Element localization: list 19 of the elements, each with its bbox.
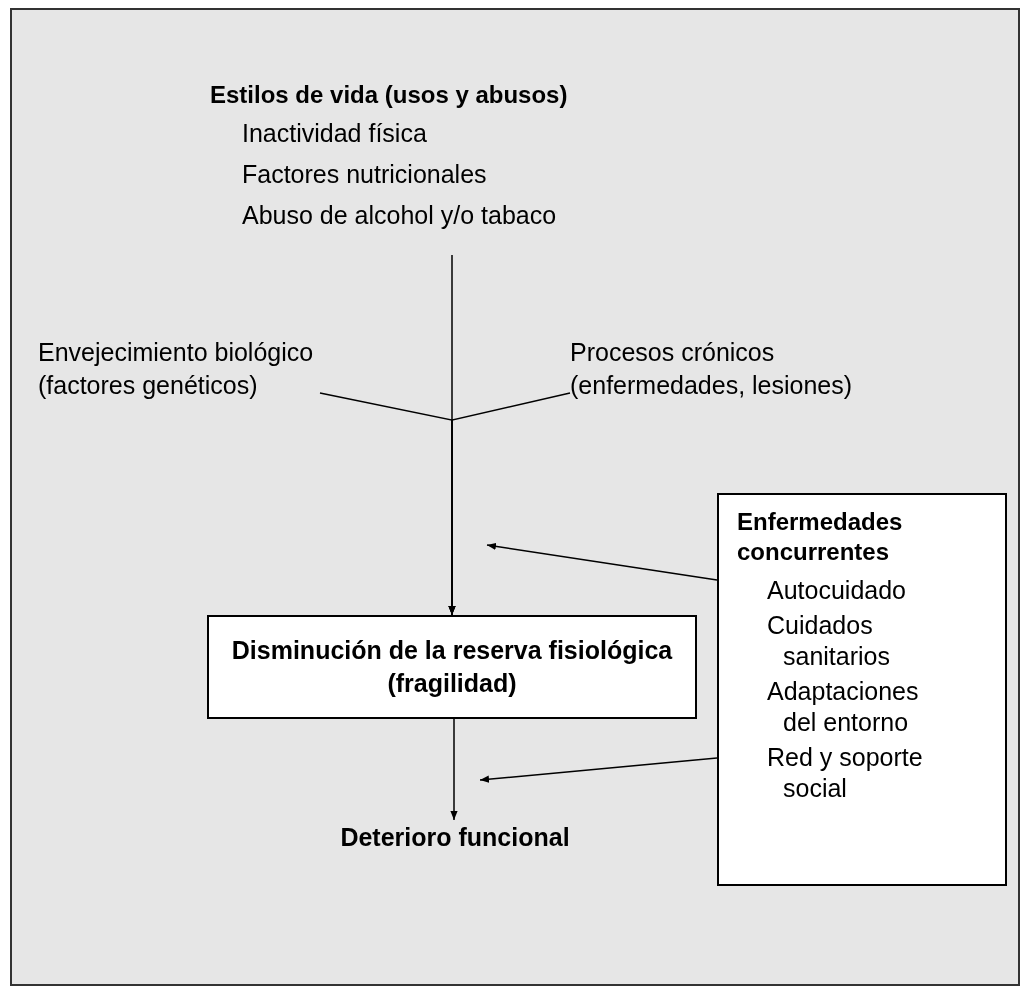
list-item: Factores nutricionales <box>242 159 488 190</box>
arrow <box>486 542 718 581</box>
list-item: Adaptaciones del entorno <box>767 676 920 738</box>
box-label: Disminución de la reserva fisiológica (fragilidad) <box>230 635 674 699</box>
heading: Enfermedades concurrentes <box>737 507 904 567</box>
process-box <box>717 493 1007 886</box>
arrow <box>479 757 718 783</box>
factor-label: Procesos crónicos (enfermedades, lesiones) <box>570 337 854 401</box>
heading: Estilos de vida (usos y abusos) <box>210 80 569 110</box>
arrow <box>448 392 571 616</box>
list-item: Red y soporte social <box>767 742 924 804</box>
process-box <box>207 615 697 719</box>
outcome-label: Deterioro funcional <box>339 822 571 853</box>
factor-label: Envejecimiento biológico (factores genéticos) <box>38 337 315 401</box>
list-item: Cuidados sanitarios <box>767 610 891 672</box>
list-item: Abuso de alcohol y/o tabaco <box>242 200 558 231</box>
arrow <box>450 718 458 821</box>
list-item: Autocuidado <box>767 575 907 606</box>
list-item: Inactividad física <box>242 118 428 149</box>
